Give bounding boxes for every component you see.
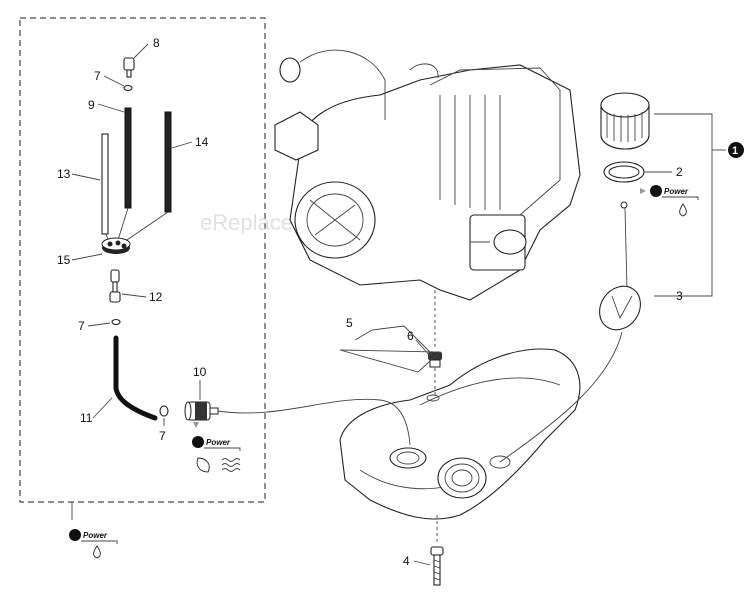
oring-part-7c	[159, 405, 169, 417]
callout-5: 5	[346, 316, 353, 330]
power-badge-icon: Power	[69, 529, 118, 544]
oring-part-7b	[111, 318, 121, 326]
fuel-filter-illustration	[184, 401, 219, 421]
strap-tag-illustration	[599, 201, 641, 331]
callout-14: 14	[195, 135, 209, 149]
svg-text:Power: Power	[83, 531, 108, 540]
engine-illustration	[274, 49, 581, 301]
callout-1: 1	[732, 145, 738, 157]
callout-1-badge	[728, 142, 744, 158]
callout-8: 8	[153, 36, 160, 50]
fuel-tank-illustration	[339, 348, 581, 520]
fuel-line-part-13	[101, 133, 109, 235]
oring-part-7a	[123, 84, 133, 92]
power-badge-icon: Power	[192, 422, 241, 451]
kit-dashed-box	[19, 17, 266, 503]
gasket-ring-illustration	[603, 161, 645, 183]
fuel-line-part-14	[164, 111, 172, 213]
callout-10: 10	[193, 365, 207, 379]
callout-12: 12	[149, 290, 163, 304]
fitting-part-12	[109, 269, 121, 303]
leaf-icon	[196, 457, 210, 473]
oil-drop-icon	[679, 203, 687, 217]
grommet-part-15	[101, 237, 131, 254]
callout-2: 2	[676, 165, 683, 179]
bolt-illustration	[430, 515, 444, 586]
callout-3: 3	[676, 289, 683, 303]
callout-6: 6	[407, 329, 414, 343]
callout-15: 15	[57, 253, 71, 267]
callout-7b: 7	[78, 319, 85, 333]
callout-9: 9	[88, 98, 95, 112]
oil-drop-icon	[93, 545, 101, 559]
svg-text:Power: Power	[664, 187, 689, 196]
waves-icon	[221, 458, 241, 472]
callout-11: 11	[80, 411, 93, 425]
callout-13: 13	[57, 167, 71, 181]
fuel-cap-illustration	[600, 92, 650, 150]
callout-7a: 7	[94, 69, 101, 83]
grommet-illustration	[428, 352, 442, 368]
fuel-line-part-9	[124, 107, 132, 209]
svg-text:Power: Power	[206, 438, 231, 447]
callout-4: 4	[403, 554, 410, 568]
callout-7c: 7	[159, 429, 166, 443]
power-badge-icon: Power	[640, 185, 699, 200]
connector-part-8	[123, 57, 135, 78]
fuel-hose-part-11	[113, 335, 158, 421]
